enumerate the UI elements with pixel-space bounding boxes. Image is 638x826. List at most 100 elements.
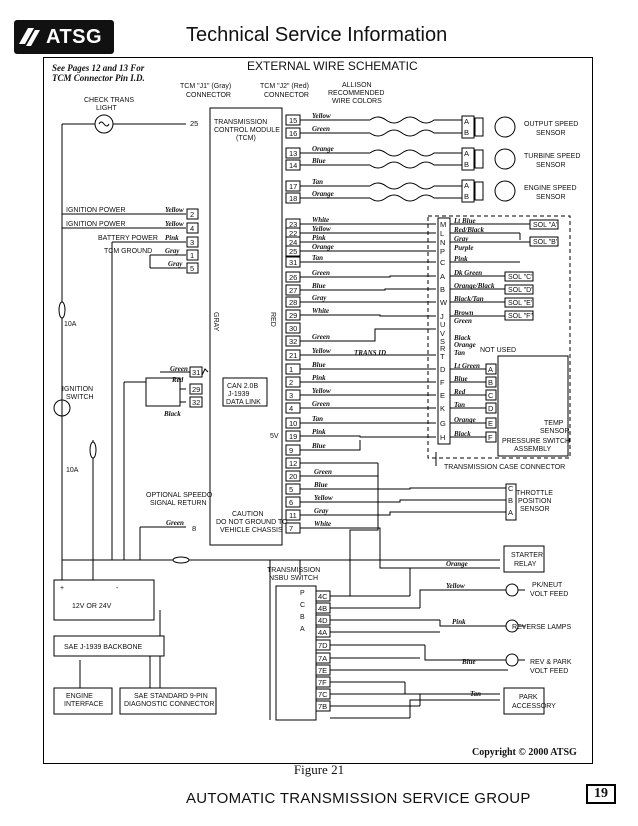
diag-line-1: SAE STANDARD 9-PIN: [134, 693, 208, 700]
speedo-line-2: SIGNAL RETURN: [150, 500, 207, 507]
caution-line-1: CAUTION: [232, 511, 264, 518]
fuse-10a-label-1: 10A: [64, 321, 77, 328]
mid-pin-color: Blue: [311, 361, 326, 369]
tps-pin: B: [508, 496, 513, 505]
case-pin-color: Brown: [453, 309, 474, 317]
case-pin-color: Tan: [454, 401, 465, 409]
output-label-line-1: PARK: [519, 694, 538, 701]
nsbu-pin: 4A: [318, 628, 327, 637]
lower-pin-number: 6: [289, 498, 293, 507]
case-pin-letter: F: [440, 378, 445, 387]
output-label-line-1: REVERSE LAMPS: [512, 624, 571, 631]
pin-box: [315, 639, 331, 651]
case-pin-letter: G: [440, 419, 446, 428]
pin-box: [285, 402, 301, 414]
top-pin-number: 14: [289, 161, 297, 170]
tcm-line-3: (TCM): [236, 135, 256, 142]
tcm-line-2: CONTROL MODULE: [214, 127, 280, 134]
allison-line-3: WIRE COLORS: [332, 98, 382, 105]
mid-pin-number: 30: [289, 324, 297, 333]
top-pin-number: 17: [289, 182, 297, 191]
top-pin-color: Orange: [312, 145, 334, 153]
mid-pin-color: Pink: [312, 374, 326, 382]
case-pin-color: Black: [453, 430, 471, 438]
left-input-pin: 4: [190, 224, 194, 233]
pin-box: [485, 389, 497, 401]
case-pin-letter: U: [440, 320, 445, 329]
park-accessory-box: [503, 687, 545, 715]
pin-box: [285, 296, 301, 308]
left-input-pin: 5: [190, 264, 194, 273]
pin-box: [315, 602, 331, 614]
mid-pin-color: White: [312, 216, 329, 224]
pin-box: [285, 114, 301, 126]
pin-box: [315, 590, 331, 602]
speed-sensor-icon: [494, 116, 516, 138]
nsbu-pin: 7D: [318, 641, 328, 650]
sensor-name-line-2: SENSOR: [536, 162, 566, 169]
speed-sensor-icon: [494, 180, 516, 202]
case-pin-letter: L: [440, 229, 444, 238]
sensor-pin-a: A: [464, 181, 469, 190]
case-pin-color: Red: [453, 388, 466, 396]
left-input-label: TCM GROUND: [104, 248, 152, 255]
mid-pin-number: 23: [289, 220, 297, 229]
output-wire-color: Pink: [452, 618, 466, 626]
case-connector-body: [437, 217, 451, 445]
see-pages-line-1: See Pages 12 and 13 For: [52, 63, 145, 73]
mid-pin-number: 19: [289, 432, 297, 441]
pin-box: [285, 147, 301, 159]
backbone-box: [53, 635, 165, 657]
case-pin-letter: W: [440, 298, 448, 307]
mid-pin-number: 4: [289, 404, 293, 413]
pin-box: [285, 389, 301, 401]
top-pin-color: Yellow: [312, 112, 331, 120]
output-wire-color: Tan: [470, 690, 481, 698]
lower-pin-color: Yellow: [314, 494, 333, 502]
speedo-color: Green: [166, 519, 184, 527]
nsbu-pin: 4D: [318, 616, 328, 625]
can-line-2: J-1939: [228, 391, 250, 398]
mid-pin-color: Pink: [312, 428, 326, 436]
left-input-pin: 3: [190, 238, 194, 247]
ignition-line-2: SWITCH: [66, 394, 94, 401]
logo-text: ATSG: [46, 26, 103, 48]
can-pin: 32: [192, 398, 200, 407]
can-pin: 31: [192, 368, 200, 377]
mid-pin-number: 28: [289, 298, 297, 307]
pin-box: [285, 470, 301, 482]
lower-pin-number: 7: [289, 524, 293, 533]
pin-box: [285, 159, 301, 171]
pin-box: [285, 376, 301, 388]
gray-connector-label: GRAY: [212, 312, 219, 332]
tps-pin: A: [508, 508, 513, 517]
case-pin-letter: A: [440, 272, 445, 281]
pressure-line-1: PRESSURE SWITCH: [502, 438, 570, 445]
top-pin-color: Tan: [312, 178, 323, 186]
case-pin-letter: S: [440, 337, 445, 346]
output-label-line-1: PK/NEUT: [532, 582, 563, 589]
case-pin-color: Dk Green: [453, 269, 482, 277]
lower-pin-color: Green: [314, 468, 332, 476]
pin-box: [485, 417, 497, 429]
mid-pin-color: Tan: [312, 415, 323, 423]
pin-box: [485, 376, 497, 388]
can-line-1: CAN 2.0B: [227, 383, 258, 390]
sensor-pin-b: B: [464, 160, 469, 169]
solenoid-label: SOL "A": [533, 222, 559, 229]
mid-pin-color: Yellow: [312, 225, 331, 233]
speedo-pin: 8: [192, 524, 196, 533]
left-input-label: IGNITION POWER: [66, 221, 126, 228]
can-red-label: Red: [171, 376, 184, 384]
case-pin-color: Lt Blue: [453, 217, 476, 225]
pressure-pin: F: [488, 433, 493, 442]
pin-box: [485, 363, 497, 375]
case-pin-letter: E: [440, 391, 445, 400]
left-input-color: Pink: [165, 234, 179, 242]
sensor-pin-b: B: [464, 192, 469, 201]
pin-box: [189, 366, 203, 378]
mid-pin-color: White: [312, 307, 329, 315]
nsbu-pin: 7C: [318, 690, 328, 699]
can-line-3: DATA LINK: [226, 399, 261, 406]
